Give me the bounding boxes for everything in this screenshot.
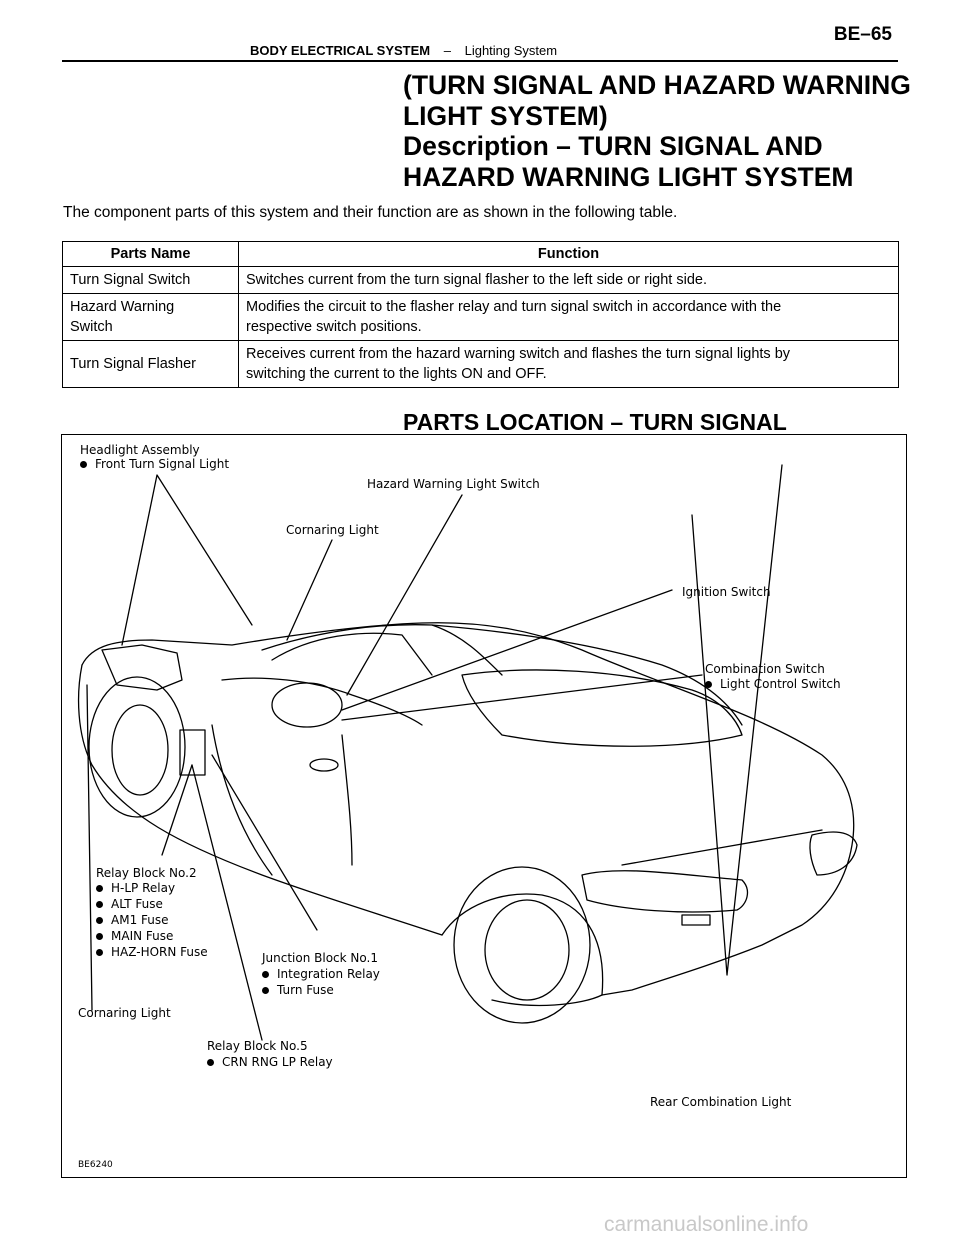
label-hazard-switch: Hazard Warning Light Switch: [367, 477, 540, 491]
label-text: Light Control Switch: [720, 677, 841, 691]
cell-part-name-line: Hazard Warning: [70, 299, 175, 315]
title-line-4: HAZARD WARNING LIGHT SYSTEM: [403, 161, 854, 192]
header-subsection: Lighting System: [464, 43, 558, 58]
running-header: BODY ELECTRICAL SYSTEM – Lighting System: [250, 43, 557, 58]
relay-block-2-item: AM1 Fuse: [96, 913, 169, 928]
label-headlight-assembly: Headlight Assembly: [80, 443, 200, 457]
cell-part-name: Turn Signal Switch: [62, 266, 239, 294]
label-front-turn-signal: Front Turn Signal Light: [80, 457, 229, 472]
table-row: Turn Signal Switch Switches current from…: [62, 266, 899, 294]
page-title: (TURN SIGNAL AND HAZARD WARNING LIGHT SY…: [403, 70, 911, 192]
label-text: AM1 Fuse: [111, 913, 169, 927]
bullet-icon: [96, 933, 103, 940]
relay-block-2-item: HAZ-HORN Fuse: [96, 945, 208, 960]
cell-function: Receives current from the hazard warning…: [238, 340, 899, 388]
label-text: H-LP Relay: [111, 881, 176, 895]
relay-block-5-item: CRN RNG LP Relay: [207, 1055, 333, 1070]
section-title: PARTS LOCATION – TURN SIGNAL: [403, 409, 787, 435]
page-number: BE–65: [833, 24, 892, 45]
label-junction-block-1: Junction Block No.1: [262, 951, 378, 965]
cell-function-line: switching the current to the lights ON a…: [246, 366, 547, 382]
cell-function-line: Modifies the circuit to the flasher rela…: [246, 299, 782, 315]
header-section: BODY ELECTRICAL SYSTEM: [250, 43, 431, 58]
title-line-2: LIGHT SYSTEM): [403, 100, 608, 131]
header-rule: [62, 60, 898, 62]
label-text: HAZ-HORN Fuse: [111, 945, 208, 959]
bullet-icon: [96, 885, 103, 892]
junction-block-item: Turn Fuse: [262, 983, 334, 998]
label-combination-switch: Combination Switch: [705, 662, 825, 676]
header-parts-name: Parts Name: [62, 241, 239, 267]
parts-location-figure: Headlight Assembly Front Turn Signal Lig…: [61, 434, 907, 1178]
parts-table: Parts Name Function Turn Signal Switch S…: [62, 241, 899, 388]
title-line-1: (TURN SIGNAL AND HAZARD WARNING: [403, 70, 911, 100]
car-illustration: [77, 464, 858, 1041]
bullet-icon: [96, 949, 103, 956]
cell-function-line: Receives current from the hazard warning…: [246, 346, 791, 362]
cell-part-name: Hazard Warning Switch: [62, 293, 239, 341]
relay-block-2-item: ALT Fuse: [96, 897, 163, 912]
label-relay-block-2: Relay Block No.2: [96, 866, 197, 880]
label-cornering-light-bottom: Cornaring Light: [78, 1006, 171, 1020]
label-text: Front Turn Signal Light: [95, 457, 230, 471]
bullet-icon: [96, 917, 103, 924]
bullet-icon: [705, 681, 712, 688]
table-row: Turn Signal Flasher Receives current fro…: [62, 340, 899, 388]
title-line-3: Description – TURN SIGNAL AND: [403, 131, 823, 161]
cell-part-name-line: Switch: [70, 319, 113, 335]
label-cornering-light-top: Cornaring Light: [286, 523, 379, 537]
label-text: CRN RNG LP Relay: [222, 1055, 333, 1069]
figure-code: BE6240: [78, 1160, 113, 1170]
table-row: Hazard Warning Switch Modifies the circu…: [62, 293, 899, 341]
cell-function-line: respective switch positions.: [246, 319, 422, 335]
junction-block-item: Integration Relay: [262, 967, 380, 982]
header-separator: –: [443, 43, 451, 58]
label-ignition-switch: Ignition Switch: [682, 585, 771, 599]
label-relay-block-5: Relay Block No.5: [207, 1039, 308, 1053]
cell-function: Switches current from the turn signal fl…: [238, 266, 899, 294]
table-header-row: Parts Name Function: [62, 241, 899, 267]
bullet-icon: [262, 987, 269, 994]
label-text: MAIN Fuse: [111, 929, 174, 943]
label-text: Integration Relay: [277, 967, 380, 981]
relay-block-2-item: H-LP Relay: [96, 881, 175, 896]
label-rear-combination-light: Rear Combination Light: [650, 1095, 792, 1109]
cell-function: Modifies the circuit to the flasher rela…: [238, 293, 899, 341]
label-text: Turn Fuse: [277, 983, 334, 997]
label-light-control-switch: Light Control Switch: [705, 677, 841, 692]
intro-paragraph: The component parts of this system and t…: [63, 204, 678, 221]
bullet-icon: [262, 971, 269, 978]
bullet-icon: [96, 901, 103, 908]
label-text: ALT Fuse: [111, 897, 163, 911]
cell-part-name: Turn Signal Flasher: [62, 340, 239, 388]
relay-block-2-item: MAIN Fuse: [96, 929, 173, 944]
bullet-icon: [80, 461, 87, 468]
header-function: Function: [238, 241, 899, 267]
watermark: carmanualsonline.info: [604, 1213, 809, 1236]
bullet-icon: [207, 1059, 214, 1066]
